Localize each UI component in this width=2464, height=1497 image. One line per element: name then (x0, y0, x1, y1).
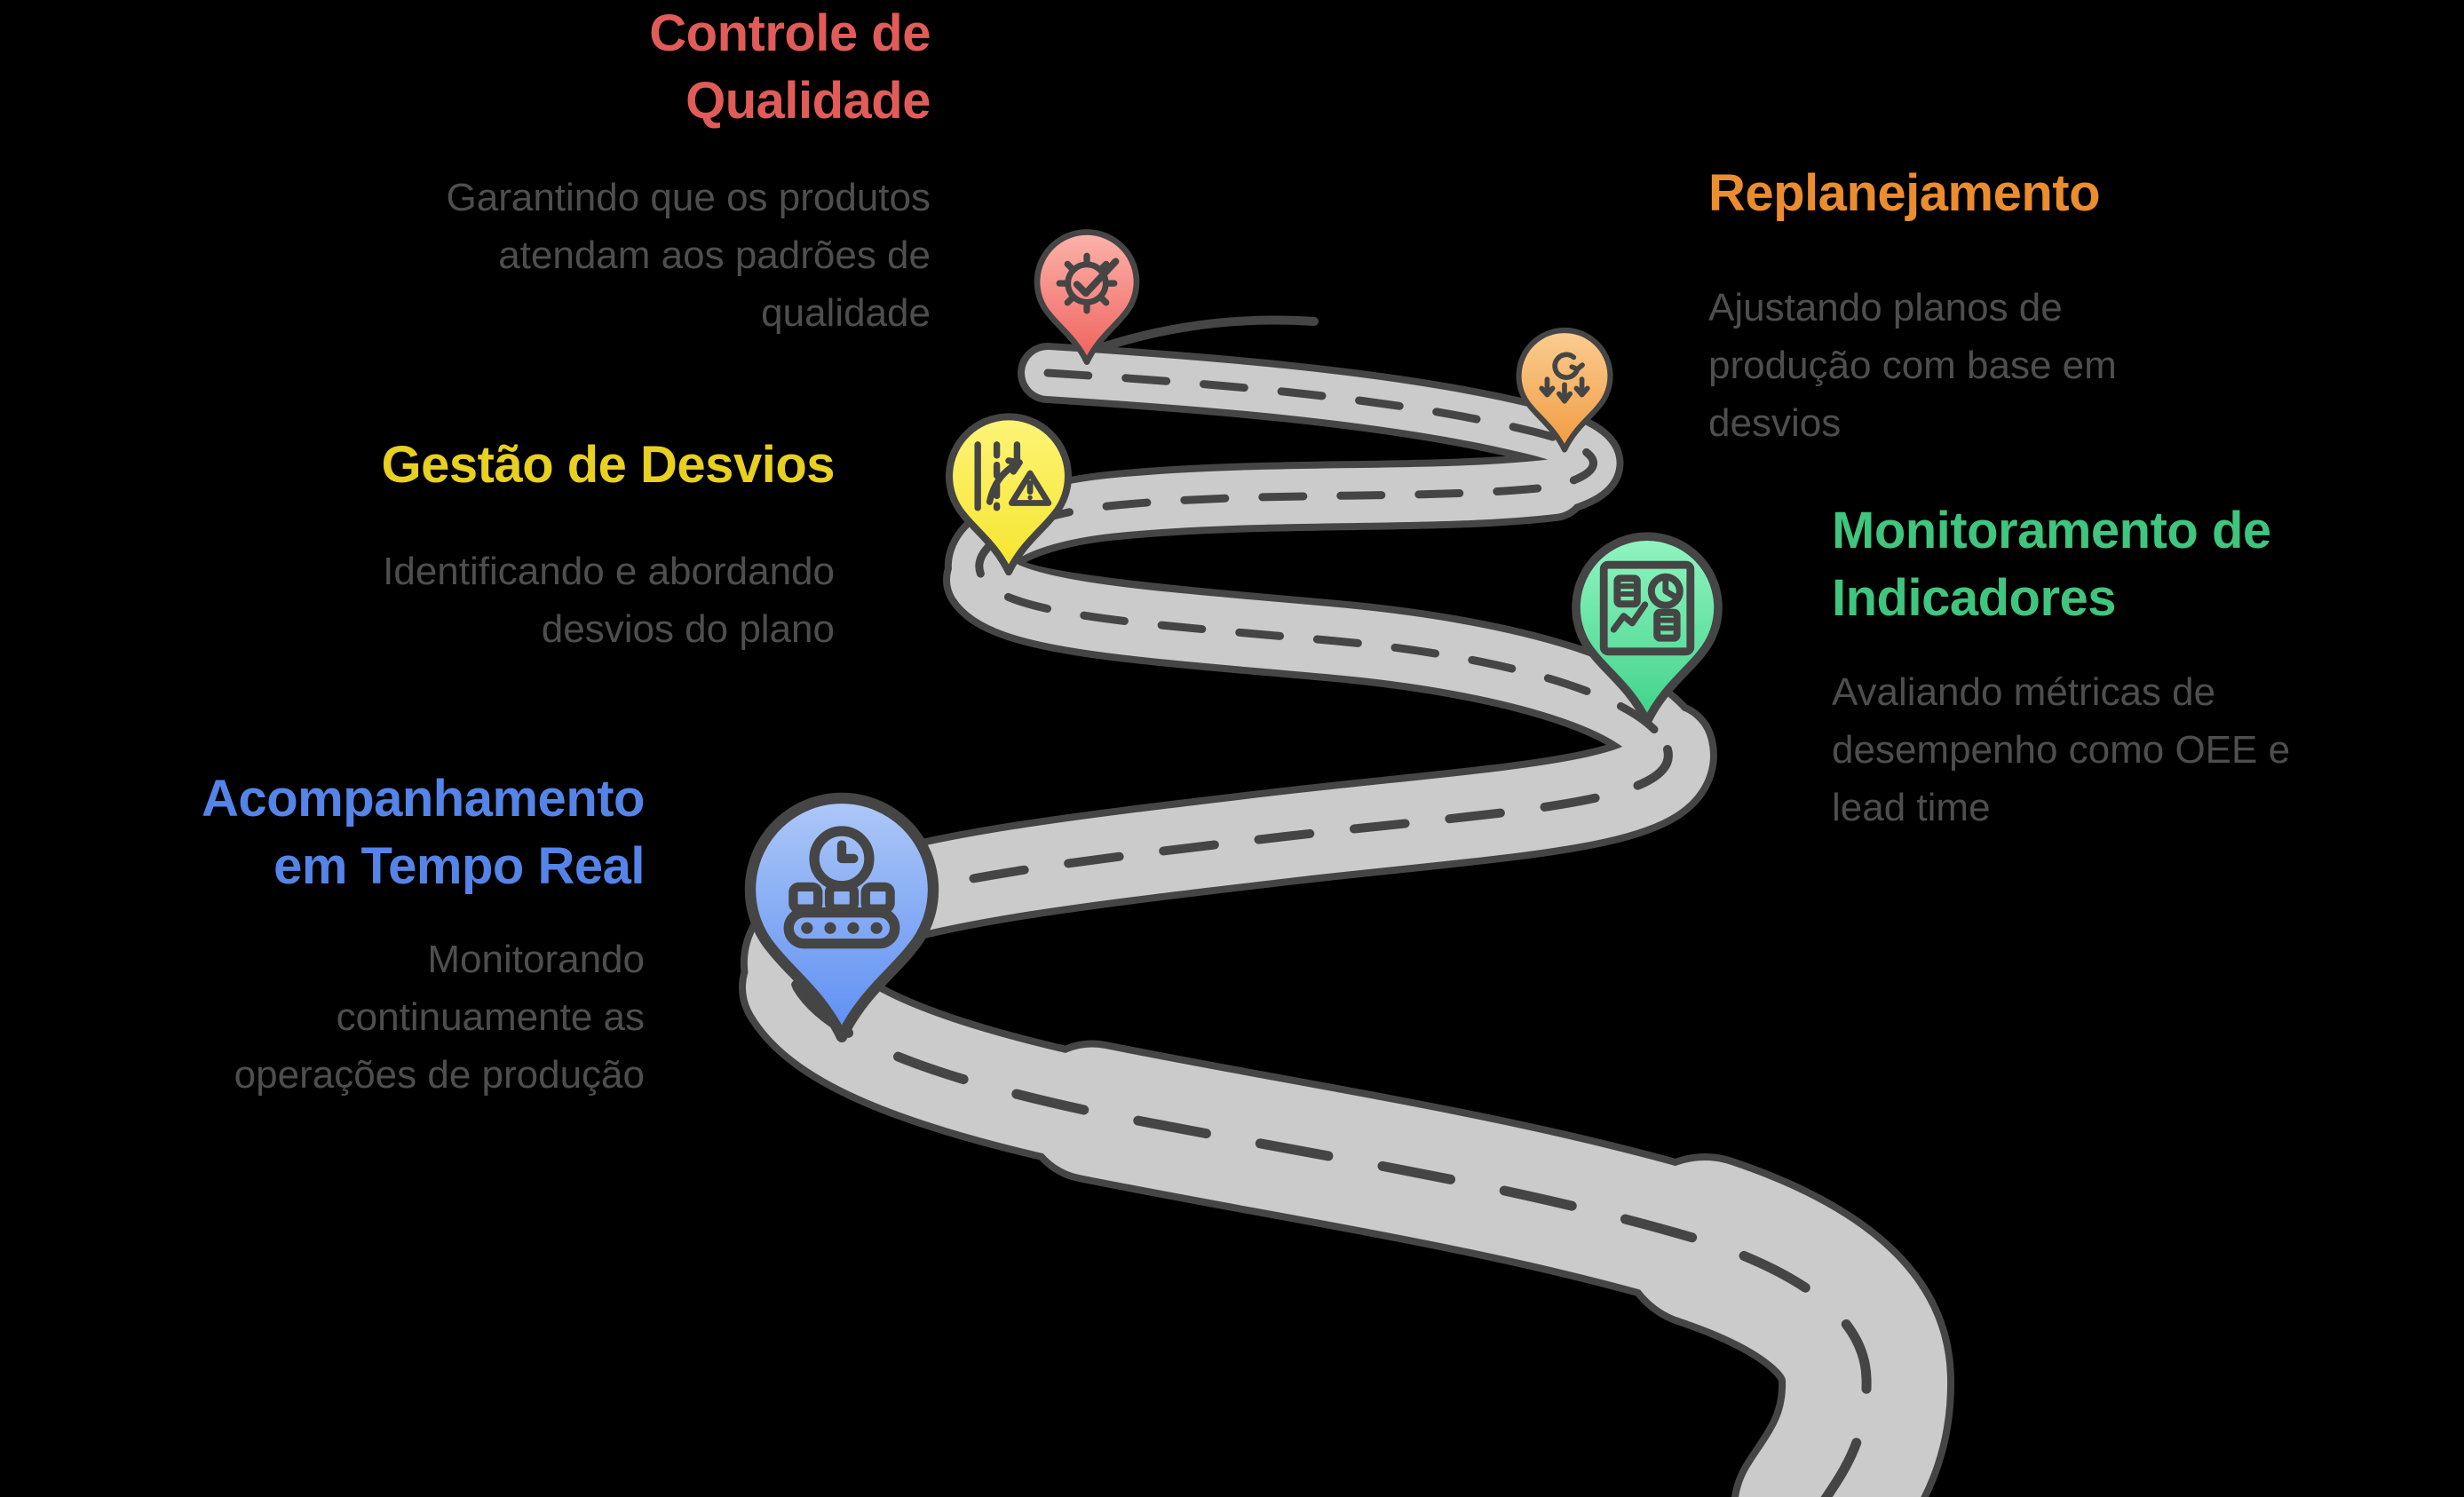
indicator-monitoring-title: Monitoramento de Indicadores (1832, 502, 2271, 627)
replanning-pin (1516, 327, 1613, 453)
gear-check-icon (1056, 252, 1120, 314)
deviation-management-title: Gestão de Desvios (381, 436, 836, 494)
replanning-title: Replanejamento (1708, 164, 2101, 222)
realtime-tracking-pin (744, 792, 939, 1042)
indicator-monitoring-pin (1572, 532, 1723, 726)
conveyor-clock-icon (783, 826, 900, 949)
replan-cycle-arrows-icon (1539, 352, 1590, 404)
deviation-management-pin (945, 413, 1073, 576)
winding-road (739, 315, 1955, 1497)
quality-control-pin (1034, 229, 1140, 365)
quality-control-description: Garantindo que os produtos atendam aos p… (446, 176, 931, 335)
quality-control-title: Controle de Qualidade (649, 4, 931, 130)
kpi-dashboard-icon (1599, 560, 1695, 656)
lane-deviation-warning-icon (974, 441, 1052, 511)
realtime-tracking-title: Acompanhamento em Tempo Real (202, 770, 645, 895)
indicator-monitoring-description: Avaliando métricas de desempenho como OE… (1832, 670, 2291, 829)
deviation-management-description: Identificando e abordando desvios do pla… (383, 550, 835, 651)
replanning-description: Ajustando planos de produção com base em… (1708, 286, 2117, 445)
road-vanishing-edge (1070, 315, 1319, 361)
realtime-tracking-description: Monitorando continuamente as operações d… (234, 938, 645, 1097)
